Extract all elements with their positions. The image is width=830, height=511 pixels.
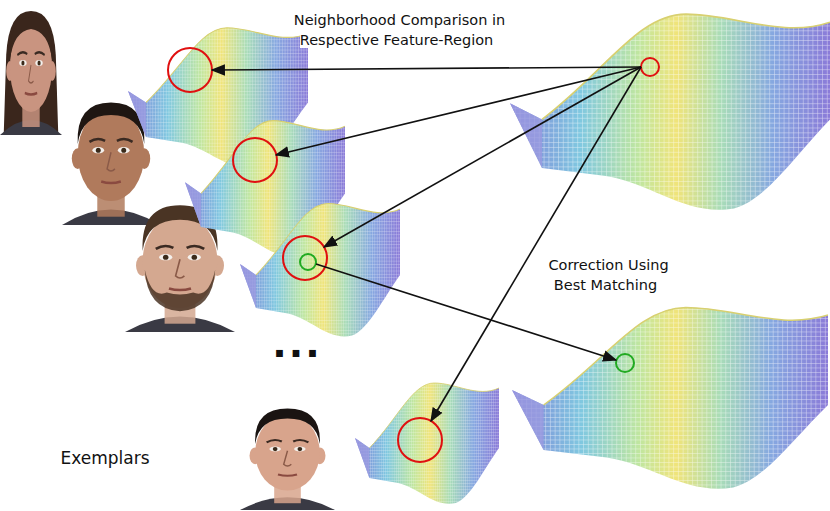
face-mesh [240,198,400,341]
arrows [212,67,641,421]
match-circle [300,254,316,270]
face-mesh [510,6,830,217]
corrected-circle [616,354,634,372]
neighborhood-circle [233,138,277,182]
face-photo [0,11,62,135]
ellipsis-label: ... [262,325,332,363]
face-photo [240,408,335,510]
neighborhood-circle [168,48,212,92]
neighborhood-circle [398,418,442,462]
group-label: Exemplars [40,447,170,471]
face-mesh [512,300,828,495]
annotation-label: Correction Using Best Matching [528,255,686,296]
annotation-label: Neighborhood Comparison in Respective Fe… [273,10,523,51]
neighborhood-circle [283,236,327,280]
query-circle [641,58,659,76]
face-mesh [355,378,499,508]
